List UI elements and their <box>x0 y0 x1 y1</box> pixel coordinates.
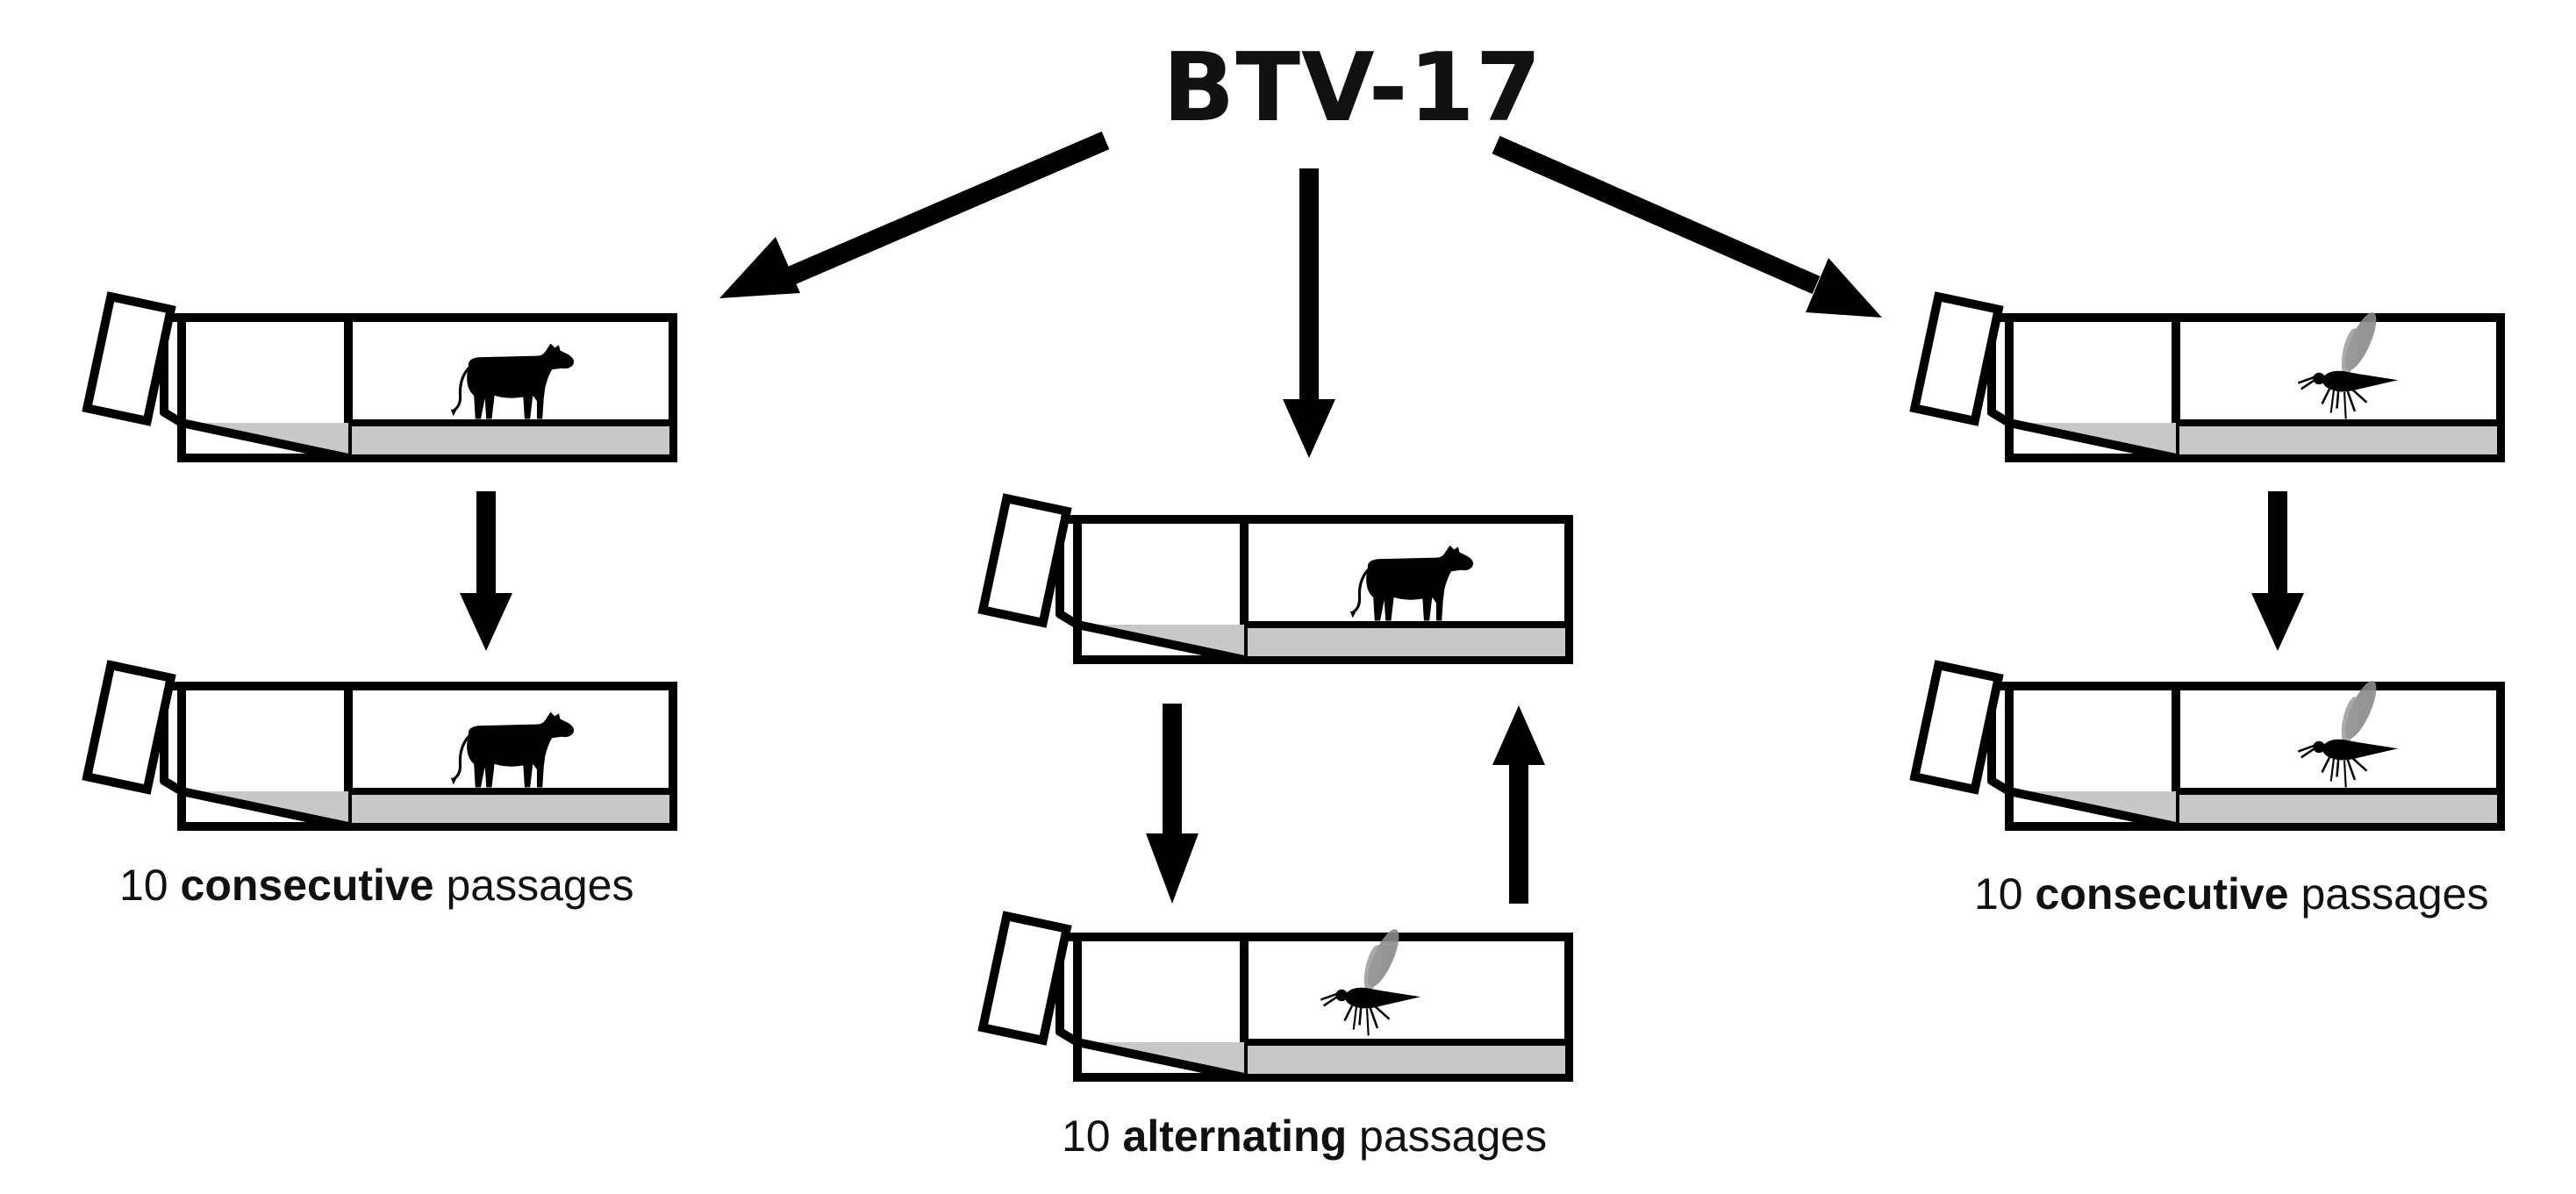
caption-middle-count: 10 <box>1062 1112 1111 1161</box>
caption-left-rest: passages <box>446 861 634 910</box>
caption-right-count: 10 <box>1974 869 2023 919</box>
caption-right-rest: passages <box>2301 869 2489 919</box>
flask-right-bottom <box>1914 665 2501 826</box>
flask-middle-bottom <box>983 916 1569 1077</box>
arrow-right-down <box>2251 491 2304 651</box>
arrow-to-right-branch <box>1492 135 1882 318</box>
caption-middle: 10 alternating passages <box>1062 1111 1547 1162</box>
flask-right-top <box>1914 297 2501 458</box>
caption-middle-emphasis: alternating <box>1122 1112 1348 1161</box>
arrow-left-down <box>460 491 512 651</box>
caption-left: 10 consecutive passages <box>119 860 634 911</box>
flask-left-top <box>87 297 673 458</box>
caption-right: 10 consecutive passages <box>1974 869 2489 919</box>
arrow-middle-down <box>1146 704 1199 904</box>
flask-left-bottom <box>87 665 673 826</box>
arrow-to-left-branch <box>719 131 1110 298</box>
caption-right-emphasis: consecutive <box>2035 869 2289 919</box>
caption-middle-rest: passages <box>1359 1112 1548 1161</box>
caption-left-emphasis: consecutive <box>180 861 434 910</box>
arrow-middle-up <box>1492 705 1545 904</box>
caption-left-count: 10 <box>119 861 168 910</box>
flask-middle-top <box>983 498 1569 660</box>
diagram-title: BTV-17 <box>1163 33 1542 143</box>
arrow-to-middle-branch <box>1283 168 1335 458</box>
